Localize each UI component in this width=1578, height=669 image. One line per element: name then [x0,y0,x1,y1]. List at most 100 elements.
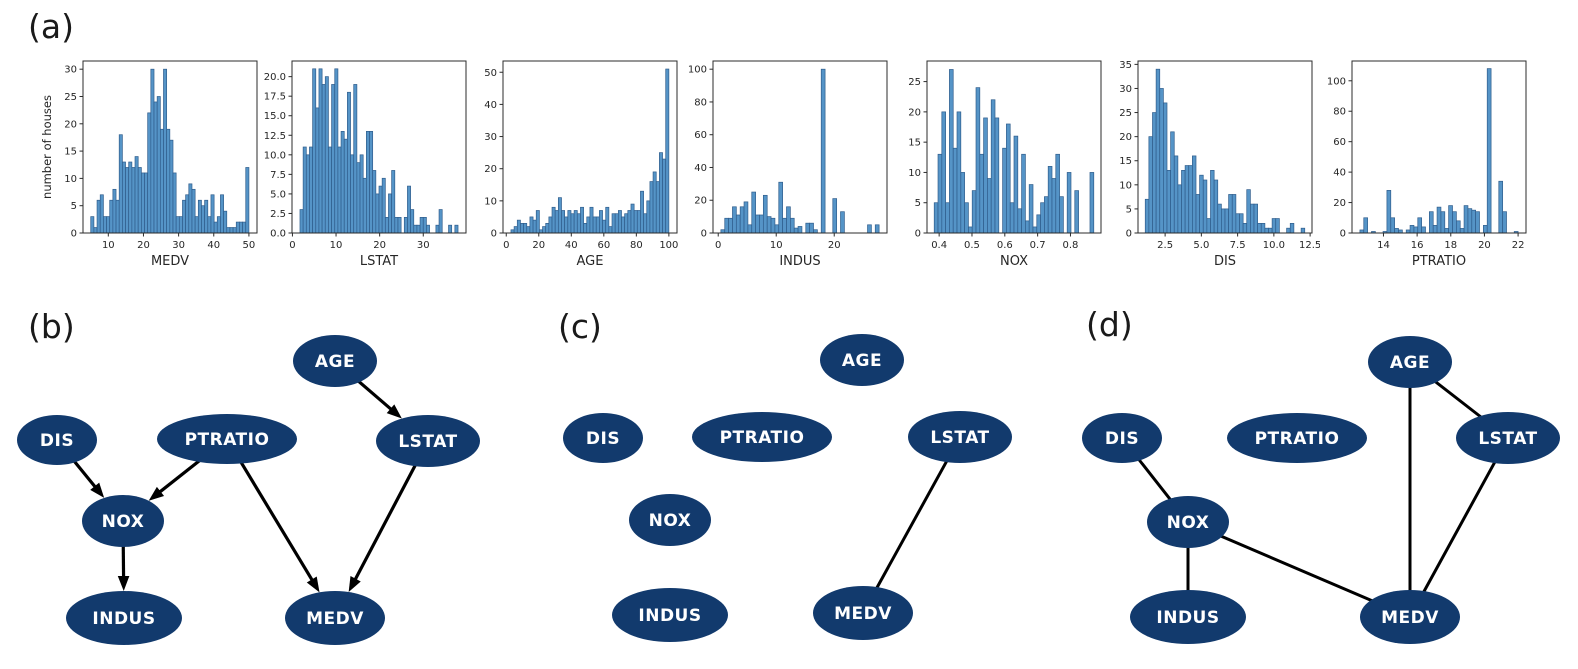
graph-0-edge-LSTAT-MEDV [353,463,418,582]
graph-0-arrowhead-NOX [148,486,165,501]
graph-0-node-label-ptratio: PTRATIO [185,430,270,450]
graph-2-node-dis [1082,413,1162,463]
svg-text:INDUS: INDUS [779,254,820,269]
svg-text:number of houses: number of houses [40,95,54,199]
graph-0-node-nox [82,495,164,547]
graph-2-node-label-medv: MEDV [1381,608,1439,628]
svg-text:50: 50 [484,68,497,79]
graph-2-edge-NOX-MEDV [1219,534,1374,603]
svg-text:100: 100 [1327,76,1346,87]
svg-text:15: 15 [64,147,77,158]
graph-1-node-label-age: AGE [842,351,882,371]
svg-text:30: 30 [484,132,497,143]
graph-0-arrowhead-INDUS [117,575,130,592]
svg-text:20: 20 [1333,198,1346,209]
graph-1-node-medv [813,586,913,640]
svg-text:40: 40 [694,163,707,174]
svg-text:5: 5 [1126,204,1132,215]
graph-0-node-label-medv: MEDV [306,609,364,629]
svg-text:10: 10 [770,240,783,251]
svg-text:0: 0 [289,240,295,251]
svg-text:2.5: 2.5 [270,209,286,220]
svg-text:DIS: DIS [1214,254,1236,269]
svg-text:10: 10 [102,240,115,251]
graph-1-node-label-indus: INDUS [638,606,701,626]
graph-1-node-ptratio [692,412,832,462]
svg-text:20: 20 [484,164,497,175]
graph-1-node-label-dis: DIS [586,429,620,449]
graph-1-node-nox [629,494,711,546]
svg-text:40: 40 [1333,168,1346,179]
graph-0-arrowhead-NOX [90,482,105,498]
svg-text:60: 60 [597,240,610,251]
svg-text:25: 25 [908,77,921,88]
graph-0-arrowhead-LSTAT [386,404,402,419]
svg-text:40: 40 [484,100,497,111]
svg-text:40: 40 [207,240,220,251]
graph-2-node-medv [1360,590,1460,644]
svg-text:20: 20 [137,240,150,251]
graph-1-node-dis [563,413,643,463]
svg-text:40: 40 [565,240,578,251]
svg-text:0.7: 0.7 [1030,240,1046,251]
graph-0-node-dis [17,415,97,465]
graph-2-node-label-dis: DIS [1105,429,1139,449]
svg-text:15: 15 [908,138,921,149]
svg-text:10: 10 [1119,180,1132,191]
graph-1-node-indus [612,588,728,642]
svg-text:80: 80 [1333,107,1346,118]
graph-0-node-label-indus: INDUS [92,609,155,629]
graph-1-node-label-lstat: LSTAT [930,428,989,448]
graph-2-node-label-indus: INDUS [1156,608,1219,628]
svg-text:80: 80 [694,97,707,108]
svg-text:30: 30 [64,65,77,76]
graph-2-node-label-lstat: LSTAT [1478,429,1537,449]
svg-text:60: 60 [694,130,707,141]
graph-0-node-label-dis: DIS [40,431,74,451]
svg-text:7.5: 7.5 [270,170,286,181]
svg-text:25: 25 [1119,108,1132,119]
svg-text:5.0: 5.0 [1193,240,1209,251]
svg-text:60: 60 [1333,137,1346,148]
graph-0-edge-PTRATIO-MEDV [239,460,315,583]
svg-text:30: 30 [172,240,185,251]
graph-0-node-ptratio [157,414,297,464]
svg-text:20: 20 [1478,240,1491,251]
graph-0-edge-PTRATIO-NOX [157,459,201,494]
svg-text:AGE: AGE [577,254,604,269]
svg-text:18: 18 [1444,240,1457,251]
graph-2-node-label-nox: NOX [1167,513,1210,533]
svg-text:30: 30 [1119,84,1132,95]
svg-text:0.5: 0.5 [964,240,980,251]
svg-text:5.0: 5.0 [270,189,286,200]
graph-0-arrowhead-MEDV [348,576,361,593]
svg-text:2.5: 2.5 [1157,240,1173,251]
panel-label-b: (b) [28,307,75,346]
svg-text:7.5: 7.5 [1230,240,1246,251]
graph-0-node-medv [285,591,385,645]
svg-text:0: 0 [503,240,509,251]
svg-text:10: 10 [64,174,77,185]
graph-2-node-ptratio [1227,413,1367,463]
graph-0-node-label-nox: NOX [102,512,145,532]
svg-text:5: 5 [915,198,921,209]
svg-text:20: 20 [908,107,921,118]
svg-text:PTRATIO: PTRATIO [1412,254,1466,269]
graph-0-node-age [293,335,377,387]
svg-text:NOX: NOX [1000,254,1028,269]
svg-text:100: 100 [659,240,678,251]
graph-1-node-age [820,334,904,386]
svg-text:30: 30 [417,240,430,251]
svg-text:0.6: 0.6 [997,240,1013,251]
svg-text:14: 14 [1377,240,1390,251]
graph-0-arrowhead-MEDV [306,576,320,593]
svg-text:20.0: 20.0 [264,72,286,83]
graph-1-node-lstat [908,411,1012,463]
svg-text:50: 50 [243,240,256,251]
svg-text:12.5: 12.5 [264,131,286,142]
svg-text:0: 0 [71,229,77,240]
